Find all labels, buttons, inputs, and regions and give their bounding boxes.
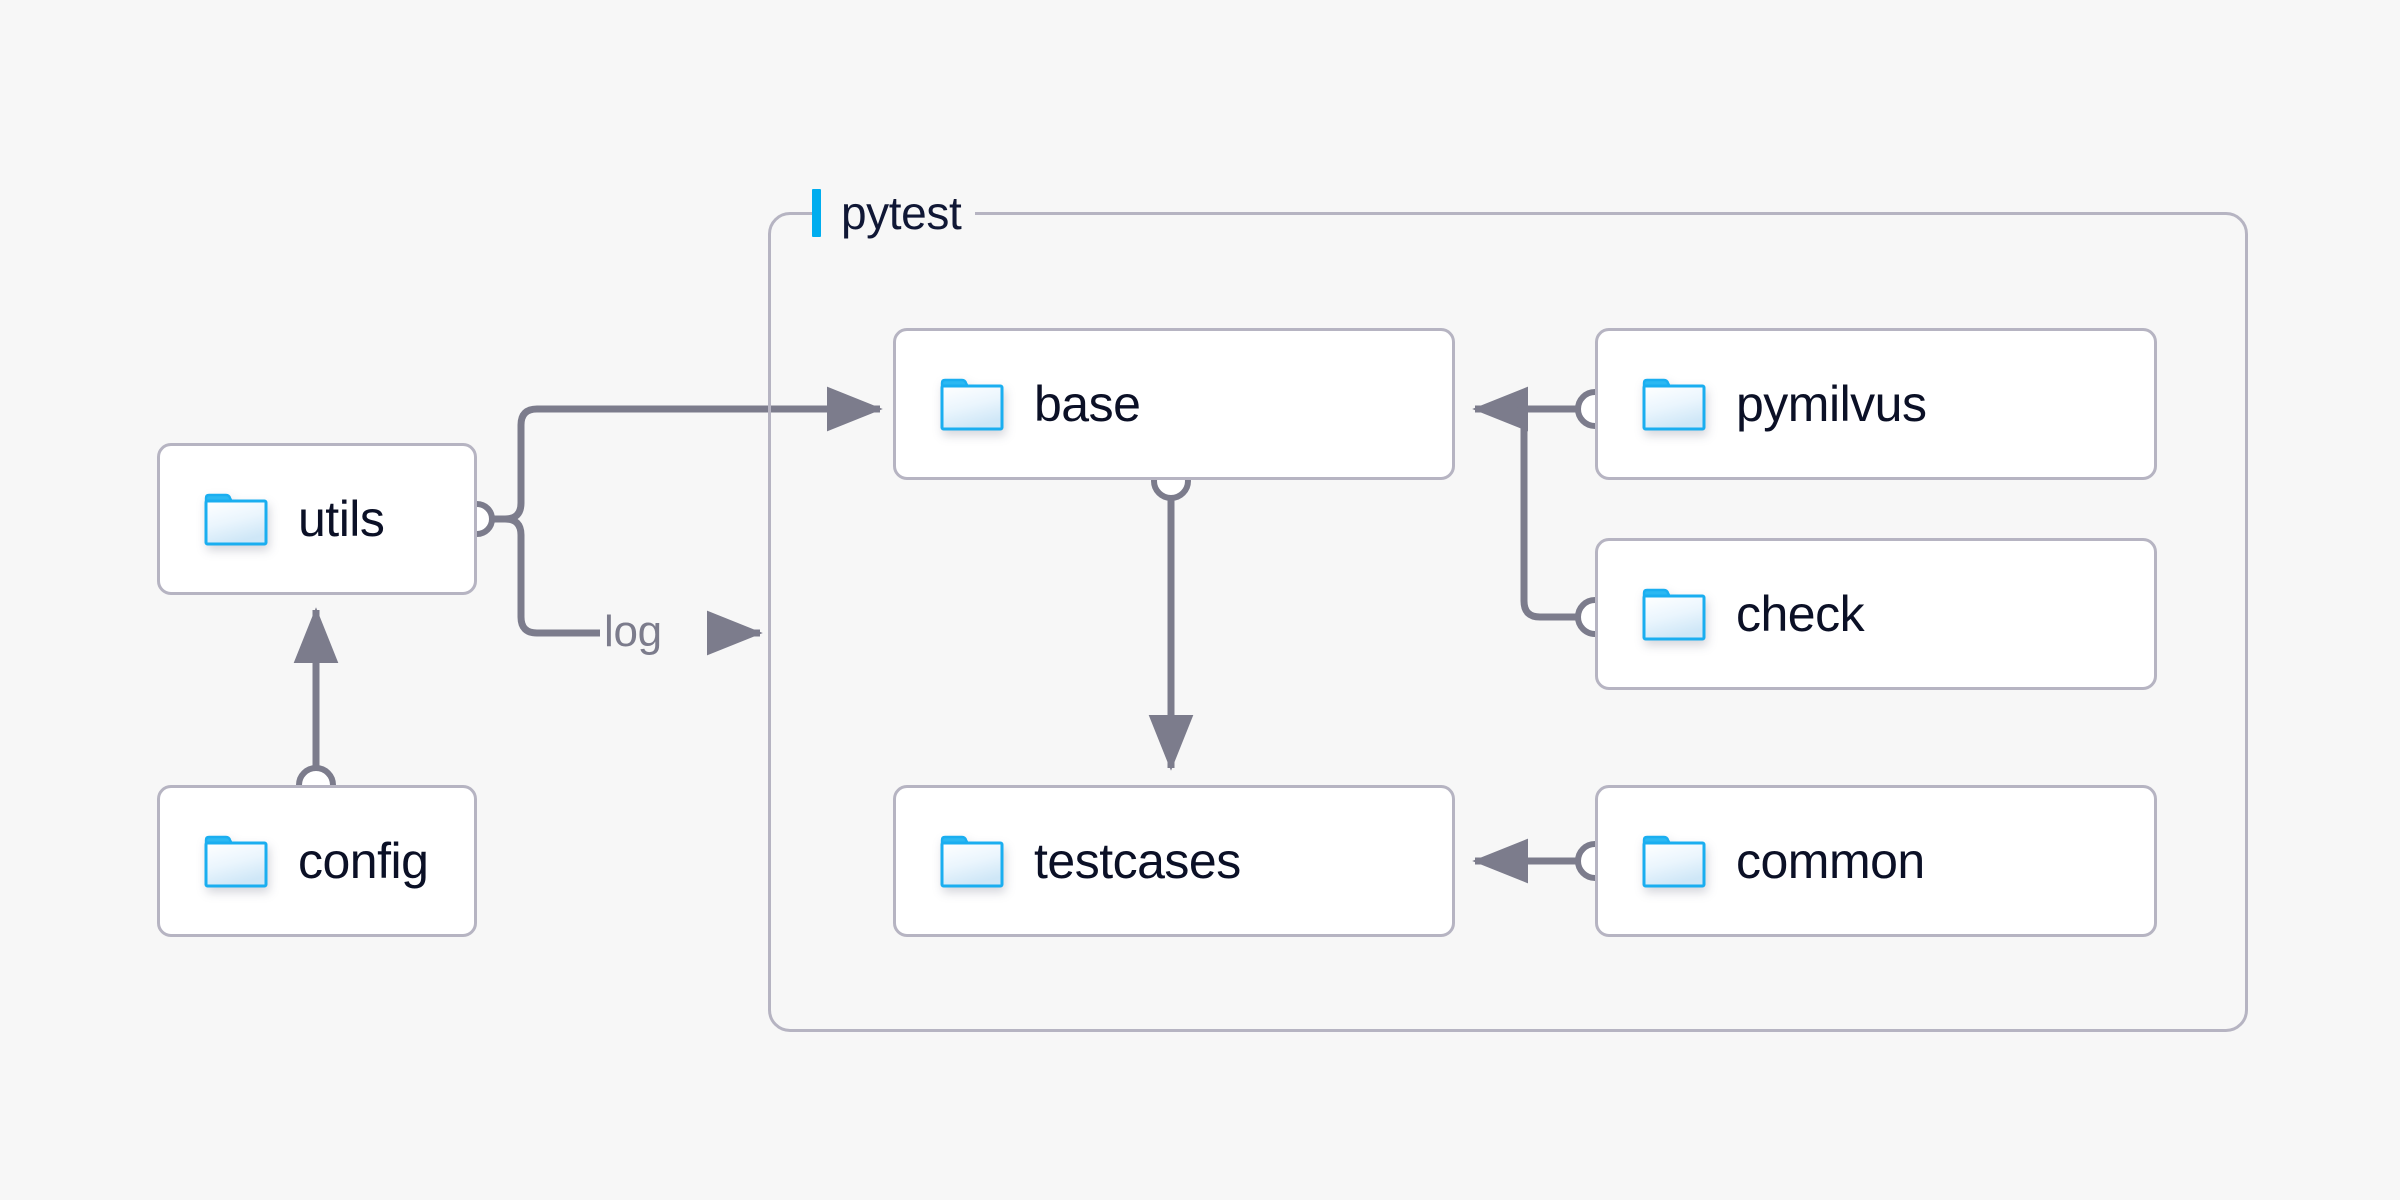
folder-icon <box>204 492 268 546</box>
node-label: base <box>1034 376 1141 432</box>
node-label: utils <box>298 491 385 547</box>
node-label: check <box>1736 586 1865 642</box>
group-pytest-label: pytest <box>812 186 976 240</box>
node-utils[interactable]: utils <box>157 443 477 595</box>
edge-label-log: log <box>604 607 662 656</box>
folder-icon <box>1642 587 1706 641</box>
group-pytest <box>768 212 2248 1032</box>
group-accent-bar <box>812 189 821 237</box>
node-label: pymilvus <box>1736 376 1927 432</box>
folder-icon <box>1642 377 1706 431</box>
node-label: config <box>298 833 429 889</box>
node-testcases[interactable]: testcases <box>893 785 1455 937</box>
folder-icon <box>940 834 1004 888</box>
node-common[interactable]: common <box>1595 785 2157 937</box>
node-pymilvus[interactable]: pymilvus <box>1595 328 2157 480</box>
node-base[interactable]: base <box>893 328 1455 480</box>
folder-icon <box>204 834 268 888</box>
folder-icon <box>1642 834 1706 888</box>
folder-icon <box>940 377 1004 431</box>
node-label: testcases <box>1034 833 1241 889</box>
group-title: pytest <box>841 187 962 239</box>
node-config[interactable]: config <box>157 785 477 937</box>
node-label: common <box>1736 833 1925 889</box>
node-check[interactable]: check <box>1595 538 2157 690</box>
